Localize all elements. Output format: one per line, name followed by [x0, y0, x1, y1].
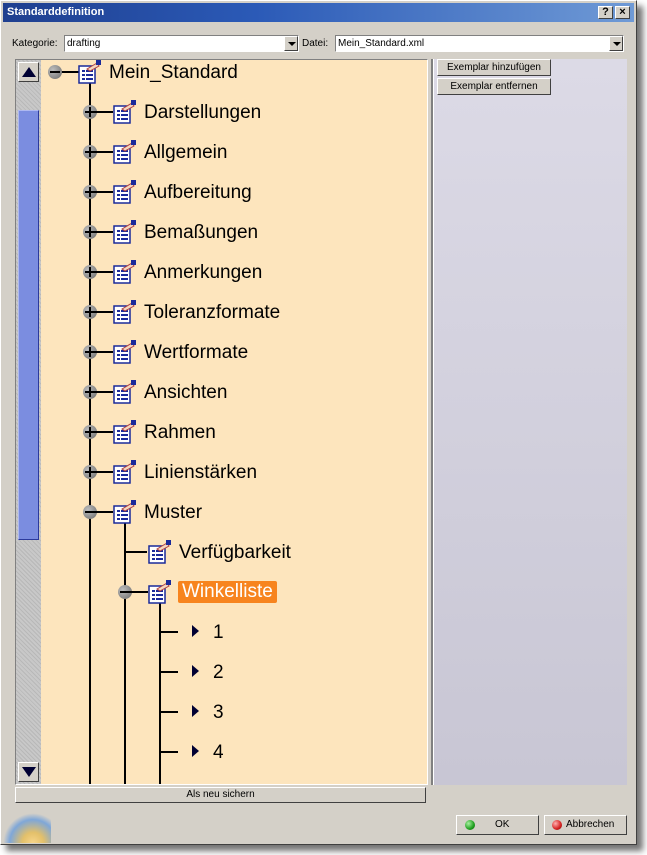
scroll-down-arrow-icon[interactable]	[18, 762, 39, 782]
save-as-new-button[interactable]: Als neu sichern	[15, 787, 426, 803]
tree-node-aufbereitung[interactable]: Aufbereitung	[144, 182, 252, 203]
datei-label: Datei:	[302, 38, 329, 49]
tree-node-muster[interactable]: Muster	[144, 502, 203, 523]
remove-instance-button[interactable]: Exemplar entfernen	[437, 78, 551, 95]
standard-document-icon	[112, 460, 138, 484]
collapse-winkelliste-icon[interactable]	[118, 585, 132, 599]
datei-value: Mein_Standard.xml	[338, 38, 425, 49]
tree-node-wertformate[interactable]: Wertformate	[144, 342, 249, 363]
expand-aufbereitung-icon[interactable]	[83, 185, 97, 199]
ok-label: OK	[495, 819, 510, 830]
tree-node-rahmen[interactable]: Rahmen	[144, 422, 216, 443]
standard-document-icon	[112, 220, 138, 244]
tree-node-toleranzformate[interactable]: Toleranzformate	[144, 302, 281, 323]
instance-panel	[434, 59, 627, 785]
cancel-label: Abbrechen	[566, 819, 615, 830]
datei-select[interactable]: Mein_Standard.xml	[335, 35, 624, 52]
tree-leaf-4[interactable]: 4	[213, 742, 224, 763]
expand-darstellungen-icon[interactable]	[83, 105, 97, 119]
standard-document-icon	[112, 300, 138, 324]
collapse-muster-icon[interactable]	[83, 505, 97, 519]
tree-node-ansichten[interactable]: Ansichten	[144, 382, 228, 403]
tree-node-winkelliste-selected[interactable]: Winkelliste	[178, 581, 277, 603]
expand-allgemein-icon[interactable]	[83, 145, 97, 159]
standard-document-icon	[147, 580, 173, 604]
kategorie-label: Kategorie:	[12, 38, 58, 49]
standard-document-icon	[112, 380, 138, 404]
standard-document-icon	[77, 60, 103, 84]
tree-leaf-2[interactable]: 2	[213, 662, 224, 683]
kategorie-select[interactable]: drafting	[64, 35, 299, 52]
expand-wertformate-icon[interactable]	[83, 345, 97, 359]
tree-node-darstellungen[interactable]: Darstellungen	[144, 102, 262, 123]
chevron-down-icon[interactable]	[284, 36, 298, 51]
panel-divider	[431, 59, 434, 785]
tree-leaf-1[interactable]: 1	[213, 622, 224, 643]
cancel-button[interactable]: Abbrechen	[544, 815, 627, 835]
tree-node-anmerkungen[interactable]: Anmerkungen	[144, 262, 263, 283]
chevron-down-icon[interactable]	[609, 36, 623, 51]
tree-view[interactable]: Mein_Standard Darstellungen Allgemein Au…	[41, 60, 427, 784]
red-dot-icon	[552, 820, 562, 830]
standard-tree-panel: Mein_Standard Darstellungen Allgemein Au…	[15, 59, 428, 785]
standard-document-icon	[112, 260, 138, 284]
expand-linienstaerken-icon[interactable]	[83, 465, 97, 479]
arrow-right-icon	[192, 745, 199, 757]
standard-document-icon	[112, 500, 138, 524]
scrollbar-thumb[interactable]	[18, 110, 39, 540]
standard-document-icon	[147, 540, 173, 564]
window-title: Standarddefinition	[7, 6, 105, 18]
corner-logo	[3, 813, 51, 843]
ok-button[interactable]: OK	[456, 815, 539, 835]
standard-document-icon	[112, 140, 138, 164]
title-bar: Standarddefinition ? ×	[3, 3, 634, 22]
tree-node-root[interactable]: Mein_Standard	[109, 62, 238, 83]
tree-leaf-3[interactable]: 3	[213, 702, 224, 723]
tree-node-bemassungen[interactable]: Bemaßungen	[144, 222, 259, 243]
standard-document-icon	[112, 420, 138, 444]
arrow-right-icon	[192, 705, 199, 717]
green-dot-icon	[465, 820, 475, 830]
tree-node-allgemein[interactable]: Allgemein	[144, 142, 228, 163]
standard-document-icon	[112, 340, 138, 364]
expand-toleranzformate-icon[interactable]	[83, 305, 97, 319]
tree-node-verfuegbarkeit[interactable]: Verfügbarkeit	[179, 542, 291, 563]
standard-document-icon	[112, 180, 138, 204]
tree-node-linienstaerken[interactable]: Linienstärken	[144, 462, 258, 483]
collapse-root-icon[interactable]	[48, 65, 62, 79]
arrow-right-icon	[192, 665, 199, 677]
tree-scrollbar[interactable]	[16, 60, 41, 784]
standard-document-icon	[112, 100, 138, 124]
add-instance-button[interactable]: Exemplar hinzufügen	[437, 59, 551, 76]
standard-definition-dialog: Standarddefinition ? × Kategorie: drafti…	[0, 0, 637, 845]
arrow-right-icon	[192, 625, 199, 637]
close-button[interactable]: ×	[615, 6, 630, 19]
help-button[interactable]: ?	[598, 6, 613, 19]
kategorie-value: drafting	[67, 38, 101, 49]
expand-anmerkungen-icon[interactable]	[83, 265, 97, 279]
expand-bemassungen-icon[interactable]	[83, 225, 97, 239]
scroll-up-arrow-icon[interactable]	[18, 62, 39, 82]
expand-ansichten-icon[interactable]	[83, 385, 97, 399]
expand-rahmen-icon[interactable]	[83, 425, 97, 439]
